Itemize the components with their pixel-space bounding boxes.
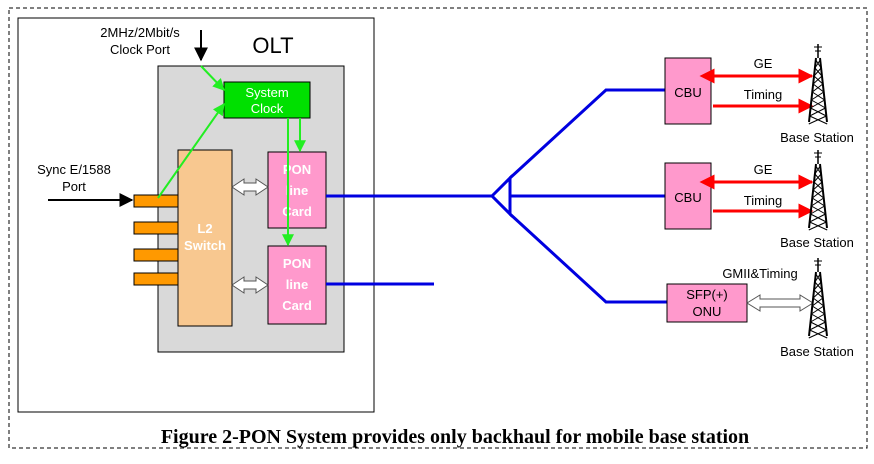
fiber-branch-3	[508, 212, 667, 304]
switch-card-link-2	[231, 276, 269, 294]
timing-label-2: Timing	[744, 193, 783, 208]
figure-caption: Figure 2-PON System provides only backha…	[161, 426, 749, 448]
base-station-icon	[808, 44, 828, 125]
sync-to-clock-line	[157, 103, 225, 199]
cbu-1-label: CBU	[674, 85, 701, 100]
l2-switch-label-line1: L2	[197, 221, 212, 236]
l2-switch-box	[177, 149, 233, 327]
system-clock-label-line1: System	[245, 85, 288, 100]
pon-card-1-line3: Card	[282, 204, 312, 219]
cbu-box-2	[664, 162, 712, 230]
pon-line-card-1	[267, 151, 327, 229]
pon-card-2-line3: Card	[282, 298, 312, 313]
switch-port	[133, 248, 179, 262]
cbu-2-label: CBU	[674, 190, 701, 205]
switch-card-link-1	[231, 178, 269, 196]
pon-card-1-line2: line	[286, 183, 308, 198]
olt-label: OLT	[252, 33, 293, 58]
outer-frame	[8, 7, 868, 449]
gmii-timing-link	[746, 294, 814, 312]
pon-card-2-line2: line	[286, 277, 308, 292]
onu-label-line2: ONU	[693, 304, 722, 319]
system-clock-label-line2: Clock	[251, 101, 284, 116]
sync-port-label-line2: Port	[62, 179, 86, 194]
sync-port-label-line1: Sync E/1588	[37, 162, 111, 177]
base-station-label-3: Base Station	[780, 344, 854, 359]
ge-label-2: GE	[754, 162, 773, 177]
base-station-icon	[808, 150, 828, 231]
timing-label-1: Timing	[744, 87, 783, 102]
switch-port	[133, 221, 179, 235]
pon-card-1-line1: PON	[283, 162, 311, 177]
base-station-icon	[808, 258, 828, 339]
system-clock-box	[223, 81, 311, 119]
base-station-label-2: Base Station	[780, 235, 854, 250]
optical-splitter	[489, 174, 512, 218]
switch-port	[133, 194, 179, 208]
sfp-onu-box	[666, 283, 748, 323]
clock-feed-line	[200, 65, 225, 91]
ge-label-1: GE	[754, 56, 773, 71]
gmii-timing-label: GMII&Timing	[722, 266, 797, 281]
pon-card-2-line1: PON	[283, 256, 311, 271]
switch-port	[133, 272, 179, 286]
pon-line-card-2	[267, 245, 327, 325]
clock-port-label-line1: 2MHz/2Mbit/s	[100, 25, 180, 40]
clock-port-label-line2: Clock Port	[110, 42, 170, 57]
base-station-label-1: Base Station	[780, 130, 854, 145]
l2-switch-label-line2: Switch	[184, 238, 226, 253]
onu-label-line1: SFP(+)	[686, 287, 728, 302]
fiber-branch-1	[508, 88, 665, 180]
